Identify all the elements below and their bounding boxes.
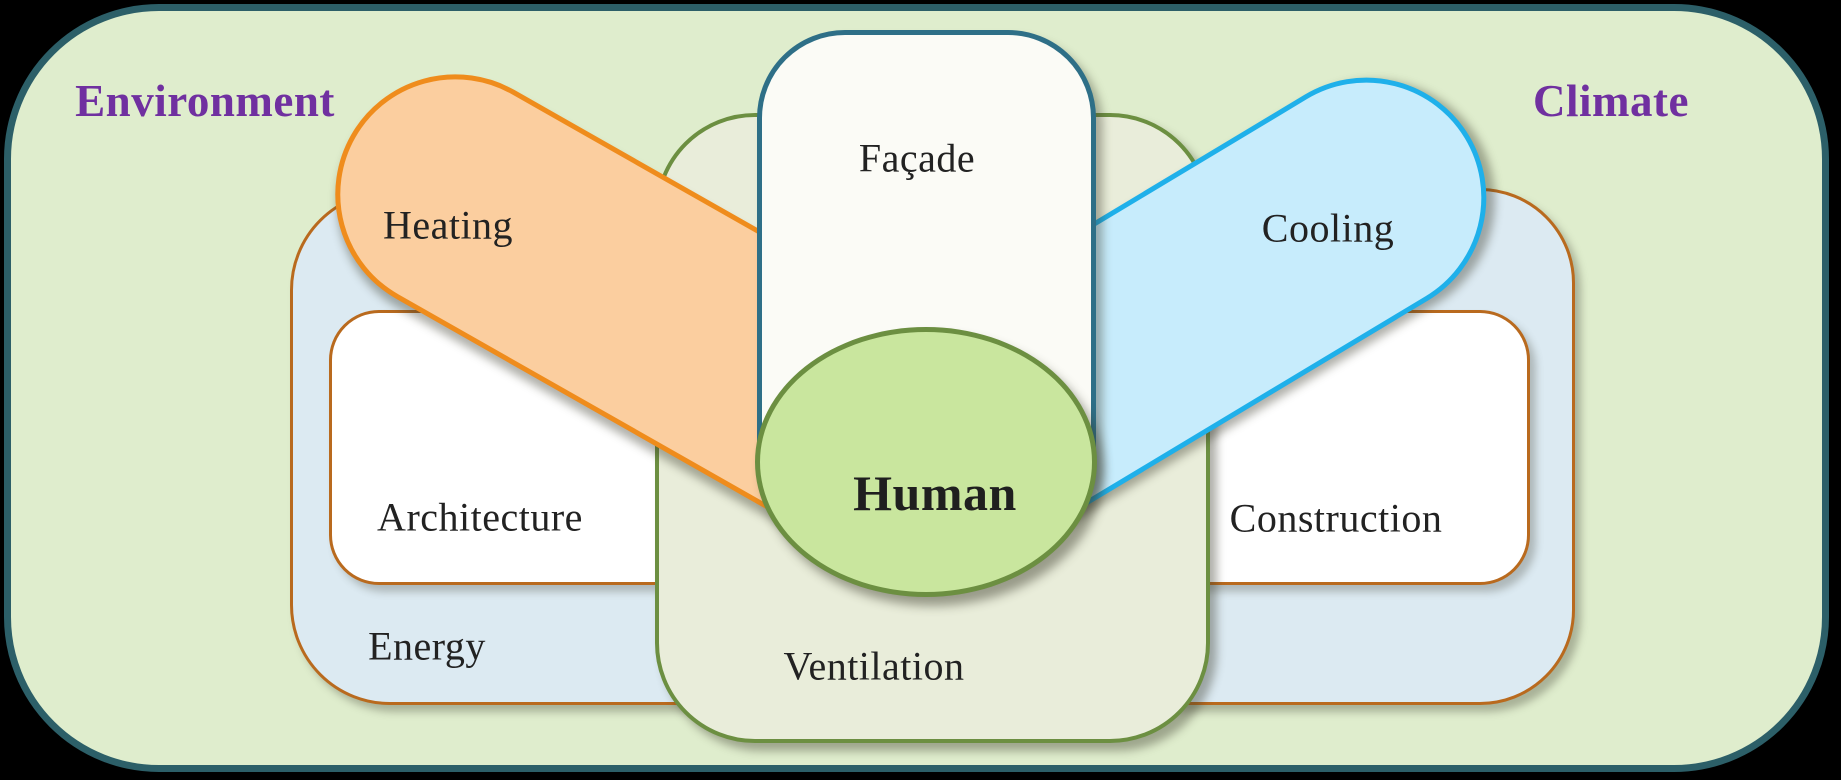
construction-label: Construction bbox=[1229, 495, 1443, 541]
heating-label: Heating bbox=[382, 202, 514, 248]
architecture-label: Architecture bbox=[377, 494, 583, 540]
human-ellipse bbox=[755, 327, 1097, 597]
cooling-label: Cooling bbox=[1261, 205, 1395, 251]
environment-label: Environment bbox=[75, 76, 335, 126]
facade-label: Façade bbox=[858, 135, 976, 181]
energy-label: Energy bbox=[368, 623, 486, 669]
human-label: Human bbox=[853, 465, 1017, 521]
climate-label: Climate bbox=[1533, 76, 1689, 126]
ventilation-label: Ventilation bbox=[783, 643, 965, 689]
